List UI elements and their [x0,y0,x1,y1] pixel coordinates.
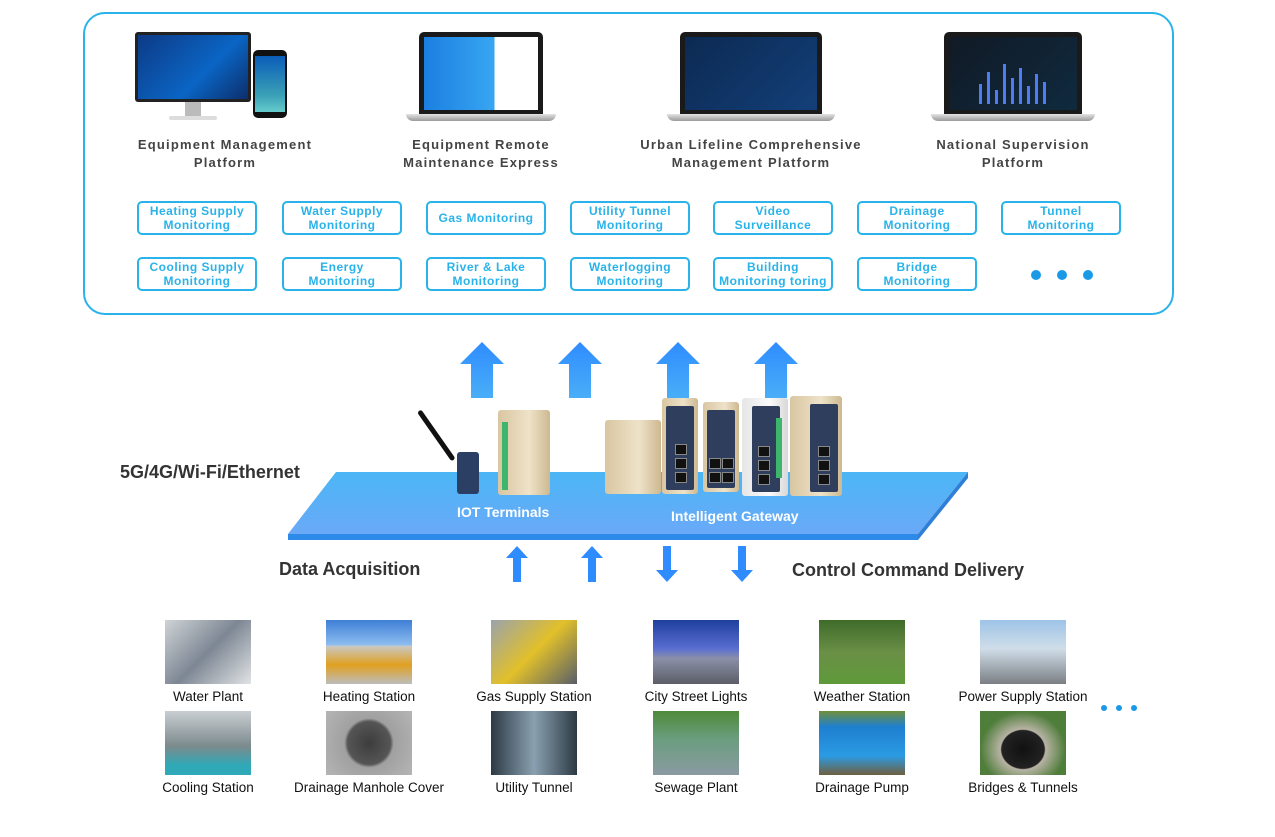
laptop-image [366,12,596,121]
tag-bridge-monitoring[interactable]: Bridge Monitoring [857,257,977,291]
data-acquisition-label: Data Acquisition [279,559,421,579]
scene-label: Power Supply Station [958,689,1088,704]
iot-terminals-label: IOT Terminals [457,504,550,520]
tag-heating-supply-monitoring[interactable]: Heating Supply Monitoring [137,201,257,235]
platform-name: Equipment Management Platform [137,137,313,170]
tag-tunnel-monitoring[interactable]: Tunnel Monitoring [1001,201,1121,235]
tag-waterlogging-monitoring[interactable]: Waterlogging Monitoring [570,257,690,291]
platform-remote-maintenance[interactable]: Equipment Remote Maintenance Express [366,12,596,172]
control-command-label: Control Command Delivery [792,560,1025,580]
tag-river-lake-monitoring[interactable]: River & Lake Monitoring [426,257,546,291]
antenna-icon [417,409,456,462]
gateway-device [742,398,788,496]
scene-drainage-manhole-cover[interactable]: Drainage Manhole Cover [284,711,454,795]
screen-bar-decoration [995,90,998,104]
arrow-up-icon [754,342,798,398]
tag-gas-monitoring[interactable]: Gas Monitoring [426,201,546,235]
scene-label: Drainage Pump [815,780,909,795]
monitor-phone-image [110,12,340,120]
tag-video-surveillance[interactable]: Video Surveillance [713,201,833,235]
scene-bridges-tunnels[interactable]: Bridges & Tunnels [938,711,1108,795]
screen-bar-decoration [1035,74,1038,104]
arrow-up-icon [581,546,603,582]
laptop-image [898,12,1128,121]
city-street-lights-image [653,620,739,684]
more-scenes-ellipsis-icon [1101,705,1137,711]
platform-equipment-management[interactable]: Equipment Management Platform [110,12,340,172]
scene-gas-supply-station[interactable]: Gas Supply Station [449,620,619,704]
platform-urban-lifeline[interactable]: Urban Lifeline Comprehensive Management … [636,12,866,172]
tag-cooling-supply-monitoring[interactable]: Cooling Supply Monitoring [137,257,257,291]
scene-heating-station[interactable]: Heating Station [284,620,454,704]
scene-label: Drainage Manhole Cover [293,780,445,795]
platform-name: National Supervision Platform [936,137,1090,170]
screen-bar-decoration [979,84,982,104]
iot-terminal-rtu [498,410,550,495]
arrow-up-icon [558,342,602,398]
scene-label: Utility Tunnel [495,780,573,795]
weather-station-image [819,620,905,684]
tag-utility-tunnel-monitoring[interactable]: Utility Tunnel Monitoring [570,201,690,235]
scene-sewage-plant[interactable]: Sewage Plant [611,711,781,795]
tag-building-monitoring[interactable]: Building Monitoring toring [713,257,833,291]
sewage-plant-image [653,711,739,775]
arrow-up-icon [656,342,700,398]
arrow-down-icon [656,546,678,582]
screen-bar-decoration [1043,82,1046,104]
scene-label: Cooling Station [162,780,254,795]
screen-bar-decoration [1003,64,1006,104]
scene-label: Water Plant [172,689,244,704]
platform-layer-frame [83,12,1174,315]
screen-bar-decoration [987,72,990,104]
scene-city-street-lights[interactable]: City Street Lights [611,620,781,704]
gateway-device [662,398,698,494]
tag-water-supply-monitoring[interactable]: Water Supply Monitoring [282,201,402,235]
drainage-manhole-cover-image [326,711,412,775]
platform-name: Equipment Remote Maintenance Express [403,137,559,170]
bridges-tunnels-image [980,711,1066,775]
platform-name: Urban Lifeline Comprehensive Management … [640,137,862,170]
connectivity-label: 5G/4G/Wi-Fi/Ethernet [120,462,300,482]
gateway-device [605,420,661,494]
scene-label: Heating Station [322,689,416,704]
scene-label: Gas Supply Station [476,689,592,704]
water-plant-image [165,620,251,684]
screen-bar-decoration [1019,68,1022,104]
laptop-image [636,12,866,121]
scene-label: Sewage Plant [654,780,738,795]
scene-weather-station[interactable]: Weather Station [777,620,947,704]
scene-drainage-pump[interactable]: Drainage Pump [777,711,947,795]
platform-national-supervision[interactable]: National Supervision Platform [898,12,1128,172]
scene-water-plant[interactable]: Water Plant [123,620,293,704]
tag-energy-monitoring[interactable]: Energy Monitoring [282,257,402,291]
scene-label: Weather Station [813,689,911,704]
screen-bar-decoration [1027,86,1030,104]
scene-label: Bridges & Tunnels [968,780,1078,795]
arrow-down-icon [731,546,753,582]
gateway-device [790,396,842,496]
utility-tunnel-image [491,711,577,775]
heating-station-image [326,620,412,684]
gas-supply-station-image [491,620,577,684]
intelligent-gateway-label: Intelligent Gateway [671,508,799,524]
more-tags-ellipsis-icon [1031,270,1093,280]
scene-cooling-station[interactable]: Cooling Station [123,711,293,795]
drainage-pump-image [819,711,905,775]
tag-drainage-monitoring[interactable]: Drainage Monitoring [857,201,977,235]
scene-label: City Street Lights [644,689,748,704]
scene-power-supply-station[interactable]: Power Supply Station [938,620,1108,704]
scene-utility-tunnel[interactable]: Utility Tunnel [449,711,619,795]
screen-bar-decoration [1011,78,1014,104]
arrow-up-icon [506,546,528,582]
gateway-device [703,402,739,492]
cooling-station-image [165,711,251,775]
arrow-up-icon [460,342,504,398]
iot-terminal-dtu [457,452,479,494]
power-supply-station-image [980,620,1066,684]
